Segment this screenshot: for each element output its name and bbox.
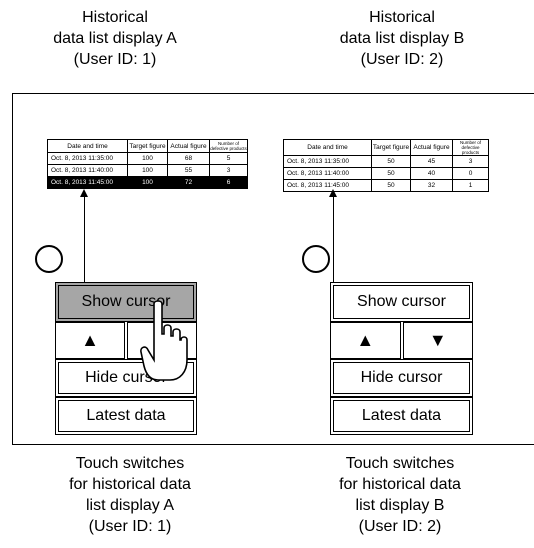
header-actual-figure: Actual figure — [410, 139, 453, 156]
pointing-hand-icon — [140, 300, 188, 381]
down-arrow-icon: ▼ — [428, 330, 447, 350]
caption-display-a: Historical data list display A (User ID:… — [53, 9, 177, 68]
table-row[interactable]: Oct. 8, 2013 11:45:00 50 32 1 — [283, 179, 489, 192]
cursor-up-button[interactable]: ▲ — [330, 322, 401, 359]
header-date-time: Date and time — [47, 139, 128, 153]
latest-data-button[interactable]: Latest data — [330, 397, 473, 435]
arrowhead-up-icon — [80, 189, 88, 197]
show-cursor-button[interactable]: Show cursor — [55, 282, 197, 322]
cursor-arrow-row: ▲ ▼ — [329, 322, 474, 359]
historical-data-list-b: Date and time Target figure Actual figur… — [283, 139, 489, 192]
ok-circle-icon — [35, 245, 63, 273]
historical-data-list-a: Date and time Target figure Actual figur… — [47, 139, 248, 189]
pointer-line-a — [84, 196, 85, 284]
cursor-up-button[interactable]: ▲ — [55, 322, 125, 359]
caption-display-b: Historical data list display B (User ID:… — [339, 9, 465, 68]
arrowhead-up-icon — [329, 189, 337, 197]
ok-circle-icon — [302, 245, 330, 273]
table-row[interactable]: Oct. 8, 2013 11:35:00 50 45 3 — [283, 155, 489, 168]
up-arrow-icon: ▲ — [356, 330, 375, 350]
show-cursor-button[interactable]: Show cursor — [330, 282, 473, 322]
table-row[interactable]: Oct. 8, 2013 11:35:00 100 68 5 — [47, 152, 248, 165]
caption-switches-b: Touch switches for historical data list … — [339, 455, 461, 535]
header-actual-figure: Actual figure — [167, 139, 210, 153]
table-row[interactable]: Oct. 8, 2013 11:40:00 50 40 0 — [283, 167, 489, 180]
header-date-time: Date and time — [283, 139, 372, 156]
screen-frame — [12, 93, 534, 445]
caption-switches-a: Touch switches for historical data list … — [69, 455, 191, 535]
table-header-row: Date and time Target figure Actual figur… — [283, 139, 489, 156]
table-row-selected[interactable]: Oct. 8, 2013 11:45:00 100 72 6 — [47, 176, 248, 189]
cursor-down-button[interactable]: ▼ — [402, 322, 473, 359]
header-target-figure: Target figure — [371, 139, 411, 156]
header-defective: Number of defective products — [209, 139, 248, 153]
table-row[interactable]: Oct. 8, 2013 11:40:00 100 55 3 — [47, 164, 248, 177]
pointer-line-b — [333, 196, 334, 284]
table-header-row: Date and time Target figure Actual figur… — [47, 139, 248, 153]
hide-cursor-button[interactable]: Hide cursor — [330, 359, 473, 397]
header-target-figure: Target figure — [127, 139, 168, 153]
latest-data-button[interactable]: Latest data — [55, 397, 197, 435]
header-defective: Number of defective products — [452, 139, 489, 156]
up-arrow-icon: ▲ — [81, 330, 99, 350]
